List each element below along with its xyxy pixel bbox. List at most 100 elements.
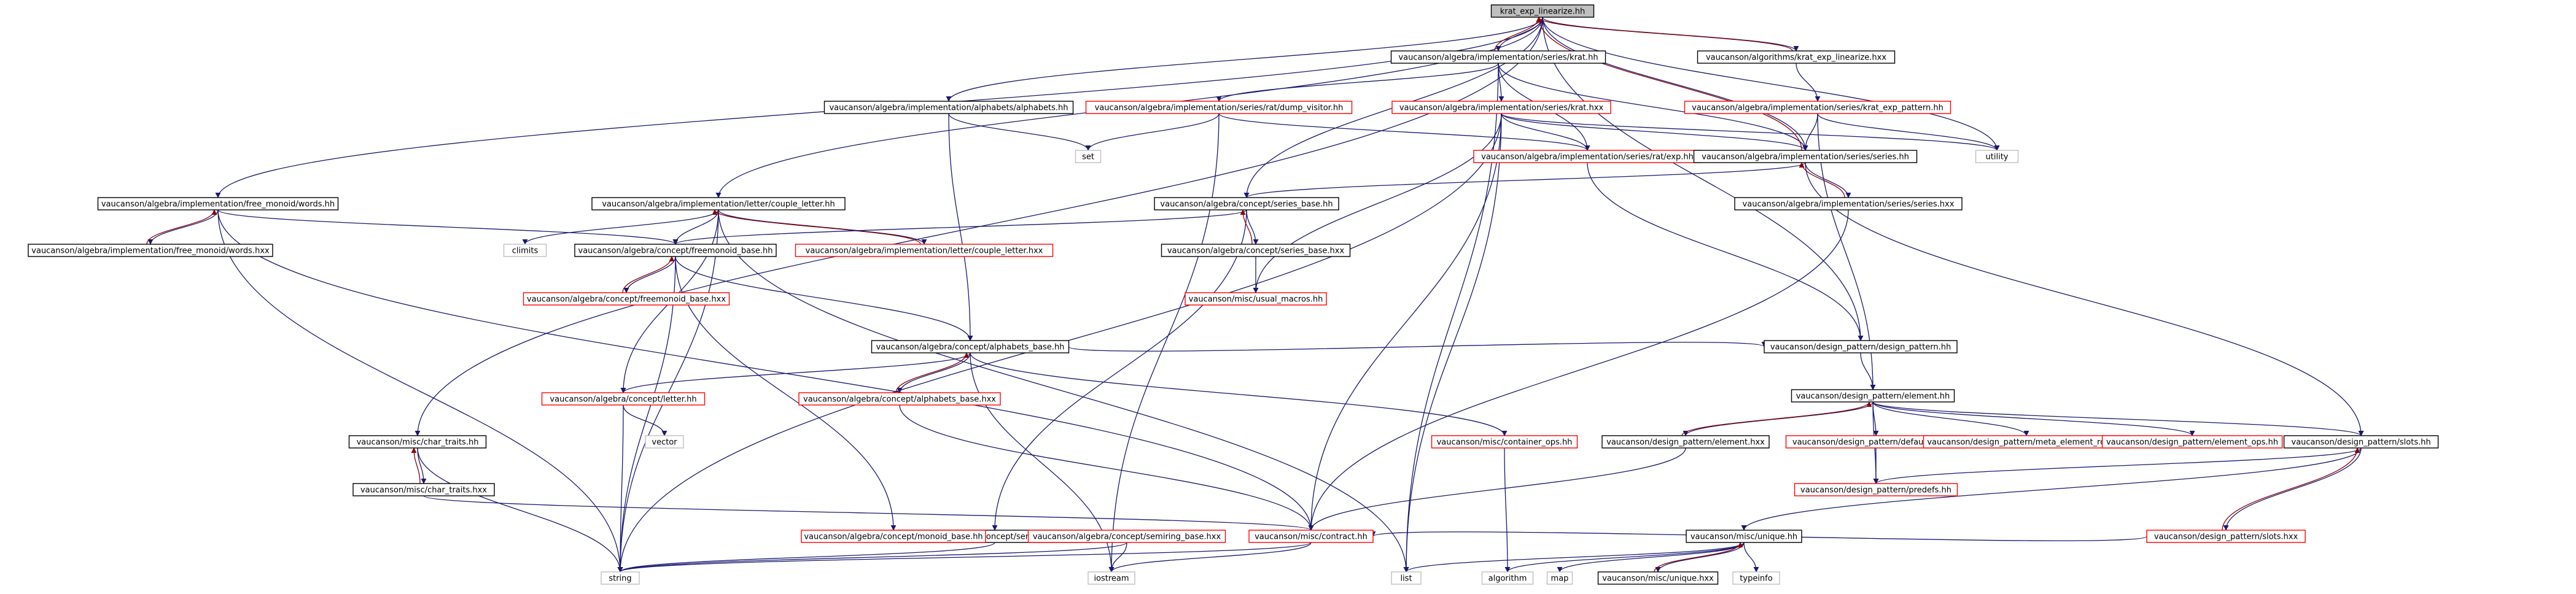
node-slots-hh[interactable]: vaucanson/design_pattern/slots.hh (2283, 435, 2439, 449)
node-element-hh[interactable]: vaucanson/design_pattern/element.hh (1791, 389, 1955, 403)
node-label: vaucanson/design_pattern/meta_element_ro… (1927, 438, 2125, 447)
edge-dump-visitor-to-rat-exp (1218, 113, 1590, 151)
edge-unique-hh-to-typeinfo (1743, 542, 1759, 573)
node-label: vaucanson/misc/usual_macros.hh (1189, 295, 1323, 304)
node-algorithm[interactable]: algorithm (1481, 571, 1534, 585)
node-box (523, 292, 730, 306)
node-iostream[interactable]: iostream (1088, 571, 1135, 585)
node-box (352, 483, 495, 496)
edge-alphabets-base-hxx-to-contract-hh (899, 404, 1314, 531)
node-label: climits (512, 247, 539, 256)
node-box (1431, 435, 1578, 449)
edge-series-hh-to-series-base-hh (1243, 162, 1806, 198)
edge-design-pattern-hh-to-element-hh (1860, 352, 1876, 390)
node-alphabets-hh[interactable]: vaucanson/algebra/implementation/alphabe… (823, 101, 1074, 114)
node-box (1794, 483, 1958, 496)
node-words-hxx[interactable]: vaucanson/algebra/implementation/free_mo… (28, 244, 273, 257)
node-usual-macros[interactable]: vaucanson/misc/usual_macros.hh (1185, 292, 1327, 306)
node-box (348, 435, 487, 449)
node-freemonoid-base-hh[interactable]: vaucanson/algebra/concept/freemonoid_bas… (574, 244, 777, 257)
node-series-base-hxx[interactable]: vaucanson/algebra/concept/series_base.hx… (1161, 244, 1351, 257)
node-root[interactable]: krat_exp_linearize.hh (1490, 4, 1595, 18)
node-krat-hh[interactable]: vaucanson/algebra/implementation/series/… (1390, 50, 1606, 64)
edge-alphabets-base-hh-to-container-ops (970, 352, 1508, 436)
node-box (795, 244, 1054, 257)
node-alg-krat-lin[interactable]: vaucanson/algorithms/krat_exp_linearize.… (1697, 50, 1896, 64)
edge-unique-hxx-to-unique-hh (1654, 542, 1743, 573)
node-list[interactable]: list (1391, 571, 1422, 585)
node-dump-visitor[interactable]: vaucanson/algebra/implementation/series/… (1085, 101, 1353, 114)
node-unique-hh[interactable]: vaucanson/misc/unique.hh (1686, 530, 1802, 543)
node-box (1791, 389, 1955, 403)
node-alphabets-base-hh[interactable]: vaucanson/algebra/concept/alphabets_base… (871, 340, 1070, 353)
node-climits[interactable]: climits (503, 244, 547, 257)
node-box (2283, 435, 2439, 449)
edge-series-hh-to-series-hxx (1805, 162, 1851, 198)
edge-slots-hh-to-predefs (1873, 447, 2362, 484)
node-predefs[interactable]: vaucanson/design_pattern/predefs.hh (1794, 483, 1958, 496)
node-label: vaucanson/algebra/concept/monoid_base.hh (804, 533, 983, 542)
node-utility[interactable]: utility (1975, 150, 2019, 163)
node-couple-letter-hxx[interactable]: vaucanson/algebra/implementation/letter/… (795, 244, 1054, 257)
node-freemonoid-base-hxx[interactable]: vaucanson/algebra/concept/freemonoid_bas… (523, 292, 730, 306)
node-label: vaucanson/algebra/implementation/series/… (1743, 200, 1955, 209)
node-box (1391, 101, 1611, 114)
node-series-hxx[interactable]: vaucanson/algebra/implementation/series/… (1734, 197, 1963, 210)
node-series-base-hh[interactable]: vaucanson/algebra/concept/series_base.hh (1154, 197, 1339, 210)
node-label: utility (1986, 153, 2009, 162)
node-box (871, 340, 1070, 353)
node-label: vaucanson/design_pattern/element.hh (1796, 392, 1950, 401)
node-string[interactable]: string (601, 571, 640, 585)
node-char-traits-hh[interactable]: vaucanson/misc/char_traits.hh (348, 435, 487, 449)
node-container-ops[interactable]: vaucanson/misc/container_ops.hh (1431, 435, 1578, 449)
node-map[interactable]: map (1546, 571, 1573, 585)
edge-free-monoid-words-to-contract-hh (217, 209, 1314, 531)
edge-couple-letter-hh-to-list (718, 209, 1409, 573)
node-krat-hxx[interactable]: vaucanson/algebra/implementation/series/… (1391, 101, 1611, 114)
node-unique-hxx[interactable]: vaucanson/misc/unique.hxx (1597, 571, 1719, 585)
node-label: vaucanson/algebra/implementation/free_mo… (31, 247, 270, 256)
node-layer: krat_exp_linearize.hh vaucanson/algebra/i… (28, 4, 2439, 585)
node-contract-hh[interactable]: vaucanson/misc/contract.hh (1248, 530, 1374, 543)
node-label: vaucanson/design_pattern/predefs.hh (1800, 486, 1951, 495)
node-element-hxx[interactable]: vaucanson/design_pattern/element.hxx (1601, 435, 1770, 449)
node-label: vaucanson/algebra/implementation/series/… (1481, 153, 1694, 162)
node-label: vaucanson/algebra/concept/series_base.hh (1160, 200, 1333, 209)
node-monoid-base[interactable]: vaucanson/algebra/concept/monoid_base.hh (801, 530, 986, 543)
node-label: vaucanson/misc/unique.hh (1691, 533, 1797, 542)
edge-series-base-hh-to-freemonoid-base-hh (672, 209, 1247, 245)
node-letter-hh[interactable]: vaucanson/algebra/concept/letter.hh (541, 392, 706, 406)
edge-container-ops-to-algorithm (1504, 447, 1511, 573)
edge-krat-hh-to-list (1403, 63, 1499, 573)
node-element-ops[interactable]: vaucanson/design_pattern/element_ops.hh (2101, 435, 2283, 449)
edge-free-monoid-words-to-words-hxx (147, 209, 219, 245)
edge-couple-letter-hh-to-string (617, 209, 719, 573)
node-semiring-base-hxx[interactable]: vaucanson/algebra/concept/semiring_base.… (1027, 530, 1226, 543)
node-label: vaucanson/algebra/concept/letter.hh (550, 395, 696, 404)
node-char-traits-hxx[interactable]: vaucanson/misc/char_traits.hxx (352, 483, 495, 496)
node-box (591, 197, 846, 210)
edge-element-hh-to-meta-element-root (1872, 401, 2029, 436)
node-typeinfo[interactable]: typeinfo (1732, 571, 1780, 585)
node-rat-exp[interactable]: vaucanson/algebra/implementation/series/… (1473, 150, 1702, 163)
node-set[interactable]: set (1075, 150, 1102, 163)
node-alphabets-base-hxx[interactable]: vaucanson/algebra/concept/alphabets_base… (798, 392, 1001, 406)
node-box (1185, 292, 1327, 306)
node-couple-letter-hh[interactable]: vaucanson/algebra/implementation/letter/… (591, 197, 846, 210)
node-default-ops[interactable]: vaucanson/design_pattern/default_ops.hh (1785, 435, 1967, 449)
edge-contract-hh-to-iostream (1108, 542, 1312, 573)
node-vector[interactable]: vector (645, 435, 684, 449)
node-slots-hxx[interactable]: vaucanson/design_pattern/slots.hxx (2146, 530, 2306, 543)
edge-element-hh-to-slots-hh (1872, 401, 2364, 436)
node-series-hh[interactable]: vaucanson/algebra/implementation/series/… (1693, 150, 1918, 163)
node-label: vaucanson/misc/container_ops.hh (1437, 438, 1573, 447)
node-box (503, 244, 547, 257)
edge-dump-visitor-to-iostream (1108, 113, 1220, 573)
node-label: vaucanson/misc/unique.hxx (1602, 574, 1714, 584)
node-design-pattern-hh[interactable]: vaucanson/design_pattern/design_pattern.… (1764, 340, 1958, 353)
edge-alphabets-base-hh-to-design-pattern-hh (1068, 341, 1767, 352)
edge-alg-krat-lin-to-root (1536, 17, 1793, 52)
node-free-monoid-words[interactable]: vaucanson/algebra/implementation/free_mo… (97, 197, 339, 210)
node-meta-element-root[interactable]: vaucanson/design_pattern/meta_element_ro… (1923, 435, 2130, 449)
node-krat-exp-pattern[interactable]: vaucanson/algebra/implementation/series/… (1684, 101, 1951, 114)
